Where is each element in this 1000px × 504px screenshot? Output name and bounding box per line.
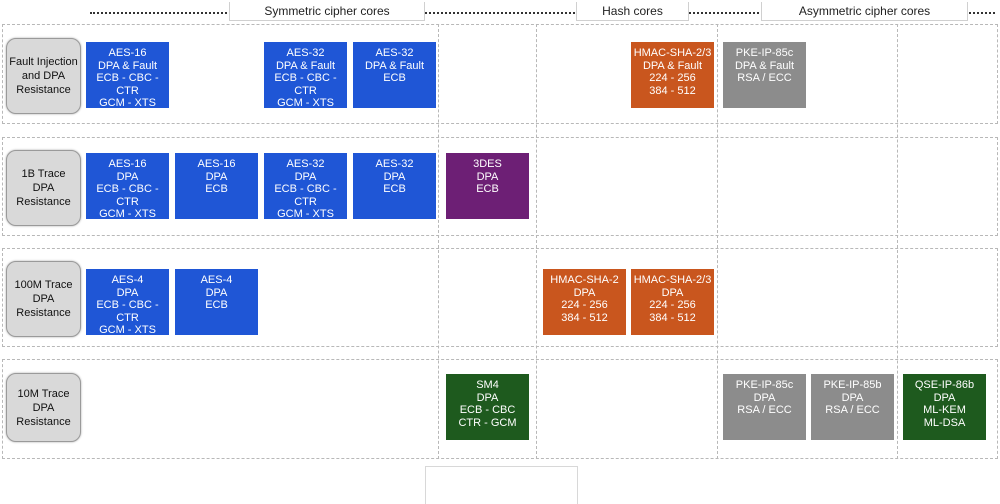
column-separator [717, 24, 718, 459]
header-dotted-line [90, 12, 995, 14]
header-hash-cores: Hash cores [576, 2, 689, 21]
row-band-100m-trace [2, 248, 998, 347]
card-aes4-dpa-modes: AES-4 DPA ECB - CBC - CTR GCM - XTS [86, 269, 169, 336]
card-aes4-dpa-ecb: AES-4 DPA ECB [175, 269, 258, 335]
card-qse-ip-86b-dpa: QSE-IP-86b DPA ML-KEM ML-DSA [903, 374, 986, 440]
row-label-fault-injection: Fault Injection and DPA Resistance [6, 38, 81, 114]
row-band-1b-trace [2, 137, 998, 236]
row-band-10m-trace [2, 359, 998, 459]
row-band-fault-injection [2, 24, 998, 124]
card-pke-ip-85c-dpa: PKE-IP-85c DPA RSA / ECC [723, 374, 806, 440]
card-hmac-sha-2-dpa: HMAC-SHA-2 DPA 224 - 256 384 - 512 [543, 269, 626, 335]
card-aes16-dpa-ecb: AES-16 DPA ECB [175, 153, 258, 219]
header-symmetric-cipher-cores: Symmetric cipher cores [229, 2, 425, 21]
row-label-100m-trace: 100M Trace DPA Resistance [6, 261, 81, 337]
card-aes32-dpa-modes: AES-32 DPA ECB - CBC - CTR GCM - XTS [264, 153, 347, 220]
card-aes32-dpa-fault-modes: AES-32 DPA & Fault ECB - CBC - CTR GCM -… [264, 42, 347, 109]
column-separator [897, 24, 898, 459]
column-separator [438, 24, 439, 459]
card-aes32-dpa-fault-ecb: AES-32 DPA & Fault ECB [353, 42, 436, 108]
header-asymmetric-cipher-cores: Asymmetric cipher cores [761, 2, 968, 21]
card-3des-dpa-ecb: 3DES DPA ECB [446, 153, 529, 219]
card-hmac-sha-2-3-dpa: HMAC-SHA-2/3 DPA 224 - 256 384 - 512 [631, 269, 714, 335]
row-label-10m-trace: 10M Trace DPA Resistance [6, 373, 81, 442]
footer-empty-box [425, 466, 578, 504]
card-pke-ip-85b-dpa: PKE-IP-85b DPA RSA / ECC [811, 374, 894, 440]
card-aes16-dpa-fault: AES-16 DPA & Fault ECB - CBC - CTR GCM -… [86, 42, 169, 109]
card-aes16-dpa-modes: AES-16 DPA ECB - CBC - CTR GCM - XTS [86, 153, 169, 220]
column-separator [536, 24, 537, 459]
card-hmac-sha-2-3-dpa-fault: HMAC-SHA-2/3 DPA & Fault 224 - 256 384 -… [631, 42, 714, 108]
card-sm4-dpa: SM4 DPA ECB - CBC CTR - GCM [446, 374, 529, 440]
card-aes32-dpa-ecb: AES-32 DPA ECB [353, 153, 436, 219]
card-pke-ip-85c-dpa-fault: PKE-IP-85c DPA & Fault RSA / ECC [723, 42, 806, 108]
row-label-1b-trace: 1B Trace DPA Resistance [6, 150, 81, 226]
